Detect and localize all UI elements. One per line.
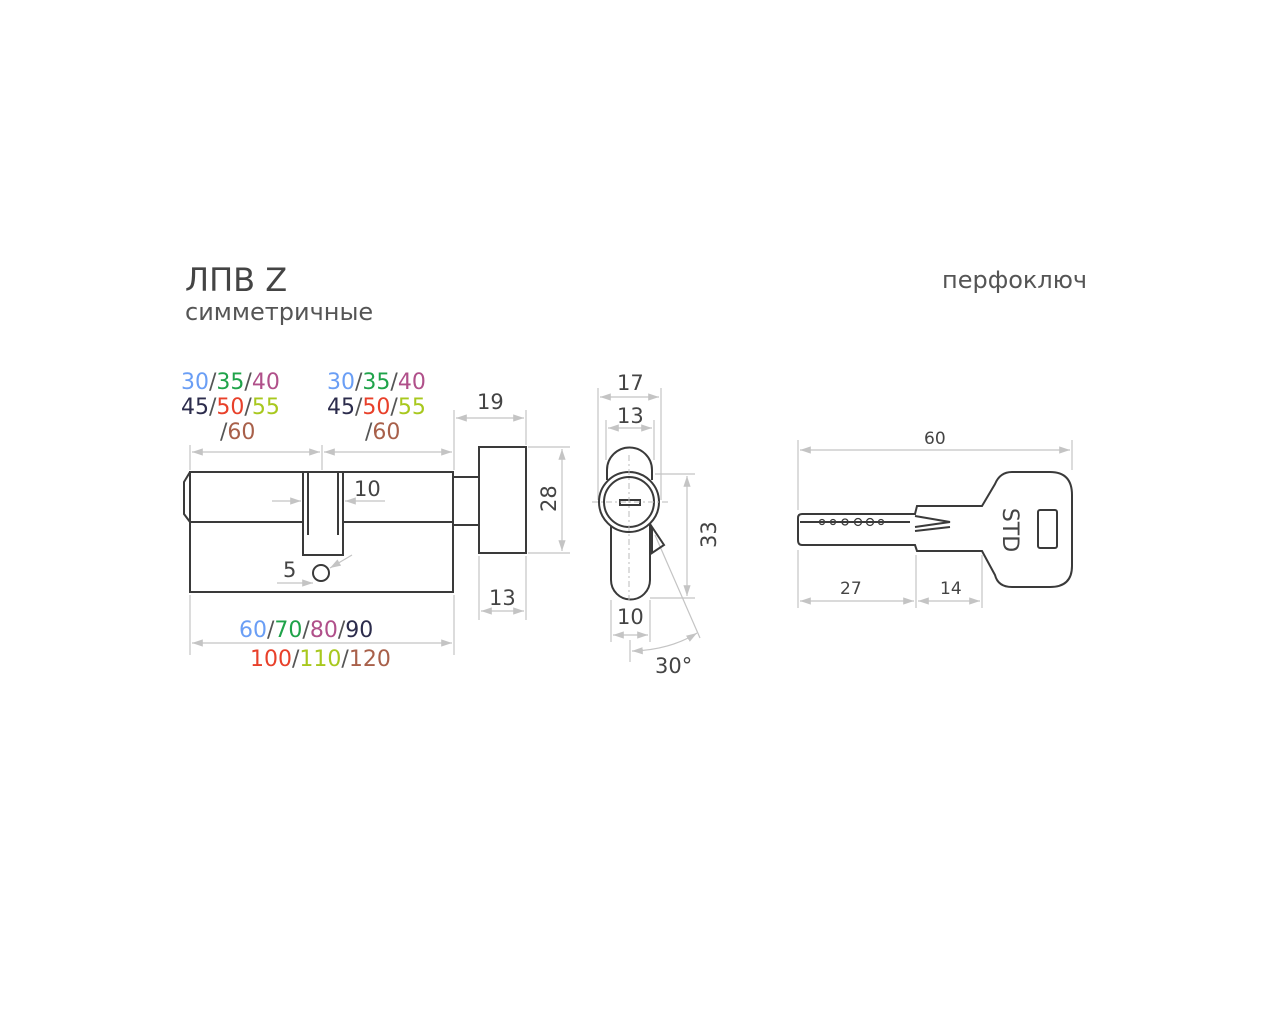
dim-knob-height: 28 [537, 485, 561, 512]
dim-angle: 30° [655, 654, 692, 678]
svg-text:30/35/40: 30/35/40 [181, 370, 280, 395]
cylinder-side-view [183, 446, 527, 593]
product-subtitle: симметричные [185, 298, 373, 326]
dim-key-blade: 27 [840, 579, 862, 599]
half-length-right: 30/35/40 45/50/55 /60 [327, 370, 426, 445]
dim-knob-length: 19 [477, 390, 504, 414]
half-length-left: 30/35/40 45/50/55 /60 [181, 370, 280, 445]
svg-text:30/35/40: 30/35/40 [327, 370, 426, 395]
svg-text:/60: /60 [365, 420, 400, 445]
dim-cam-width: 10 [354, 477, 381, 501]
side-view-dimensions [189, 410, 570, 655]
key-type-label: перфоключ [942, 266, 1087, 294]
dim-front-bottom: 10 [617, 605, 644, 629]
dim-front-height: 33 [697, 521, 721, 548]
product-title: ЛПВ Z [185, 261, 287, 299]
key-drawing: STD [797, 440, 1073, 608]
svg-text:45/50/55: 45/50/55 [327, 395, 426, 420]
dim-key-shoulder: 14 [940, 579, 962, 599]
dim-front-inner: 13 [617, 404, 644, 428]
key-brand: STD [997, 508, 1022, 552]
svg-text:60/70/80/90: 60/70/80/90 [239, 618, 373, 643]
svg-text:100/110/120: 100/110/120 [250, 647, 391, 672]
svg-text:/60: /60 [220, 420, 255, 445]
svg-text:45/50/55: 45/50/55 [181, 395, 280, 420]
dim-key-total: 60 [924, 429, 946, 449]
dim-knob-width: 13 [489, 586, 516, 610]
cylinder-front-view [592, 388, 701, 662]
dim-front-outer: 17 [617, 371, 644, 395]
dim-screw: 5 [283, 558, 296, 582]
total-length: 60/70/80/90 100/110/120 [239, 618, 391, 672]
